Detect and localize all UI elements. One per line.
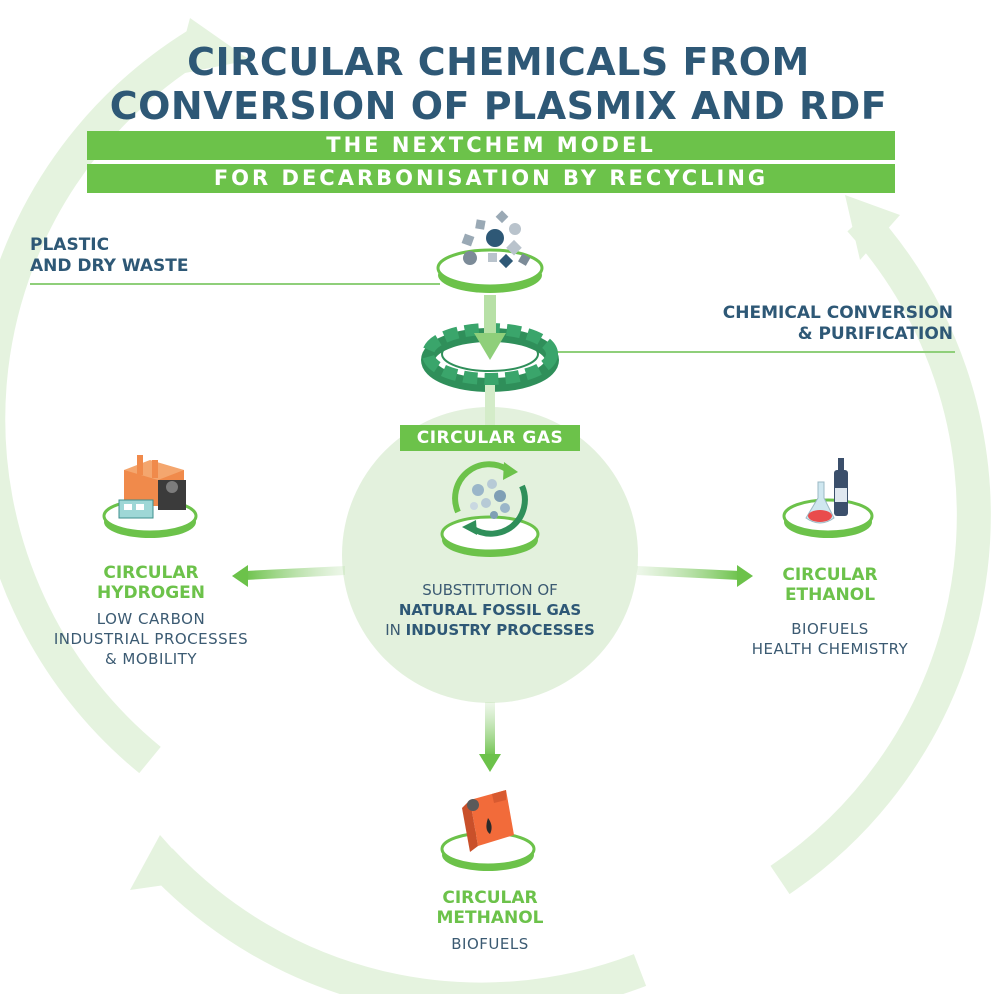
output-hydrogen: CIRCULAR HYDROGEN LOW CARBON INDUSTRIAL … [30,563,272,669]
output-methanol: CIRCULAR METHANOL BIOFUELS [390,888,590,954]
waste-pieces-icon [436,210,544,293]
center-desc-line-3-bold: INDUSTRY PROCESSES [405,621,595,639]
hydrogen-desc-line-3: & MOBILITY [104,650,198,668]
recycle-gas-icon [440,461,540,557]
process-label-line-1: CHEMICAL CONVERSION [722,303,953,323]
output-ethanol: CIRCULAR ETHANOL BIOFUELS HEALTH CHEMIST… [730,565,930,659]
ethanol-title-line-2: ETHANOL [784,585,876,605]
center-description: SUBSTITUTION OF NATURAL FOSSIL GAS IN IN… [340,580,640,640]
factory-bus-icon [102,455,198,538]
ethanol-desc-line-1: BIOFUELS [791,620,869,638]
arrow-to-hydrogen [232,565,345,587]
arrow-to-methanol [479,702,501,772]
process-arrow-down [474,295,506,360]
process-label-line-2: & PURIFICATION [797,324,953,344]
ethanol-title-line-1: CIRCULAR [782,565,878,585]
hydrogen-desc-line-2: INDUSTRIAL PROCESSES [53,630,249,648]
hydrogen-desc-line-1: LOW CARBON [96,610,206,628]
hydrogen-title-line-1: CIRCULAR [103,563,199,583]
title-line-2: CONVERSION OF PLASMIX AND RDF [109,84,888,128]
center-desc-line-2: NATURAL FOSSIL GAS [398,601,582,619]
center-desc-line-1: SUBSTITUTION OF [422,581,558,599]
banner-model: THE NEXTCHEM MODEL [87,131,895,160]
process-label: CHEMICAL CONVERSION & PURIFICATION [723,303,953,345]
recycle-loop-icon [0,25,991,994]
arrow-to-ethanol [637,565,753,587]
input-label-line-2: AND DRY WASTE [30,256,189,276]
methanol-title-line-1: CIRCULAR [442,888,538,908]
input-label-line-1: PLASTIC [30,235,110,255]
center-desc-line-3-prefix: IN [385,621,406,639]
banner-decarbonisation: FOR DECARBONISATION BY RECYCLING [87,164,895,193]
hydrogen-title-line-2: HYDROGEN [97,583,205,603]
ethanol-desc-line-2: HEALTH CHEMISTRY [751,640,909,658]
input-label: PLASTIC AND DRY WASTE [30,235,189,277]
fuel-can-icon [440,790,536,871]
methanol-desc-line-1: BIOFUELS [451,935,529,953]
title-line-1: CIRCULAR CHEMICALS FROM [187,40,810,84]
methanol-title-line-2: METHANOL [436,908,544,928]
bottle-flask-icon [782,458,874,538]
circular-gas-badge: CIRCULAR GAS [400,425,580,451]
